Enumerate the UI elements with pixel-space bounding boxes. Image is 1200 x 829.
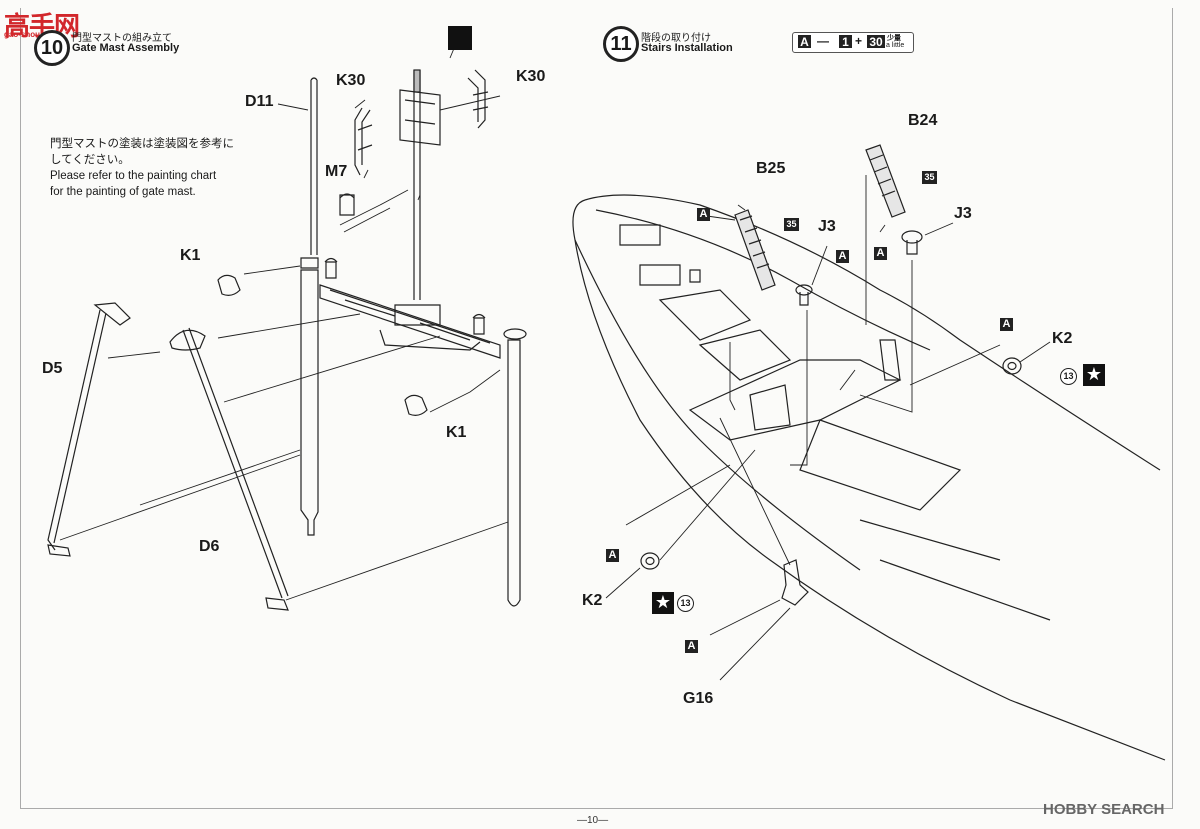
star-icon-right: ★ [1083,364,1105,386]
note-jp-line1: 門型マストの塗装は塗装図を参考に [50,138,234,150]
j3-right-part [901,230,923,244]
paint-mix-legend: A — 1 + 30 少量 a little [792,32,914,53]
painting-note: 門型マストの塗装は塗装図を参考に してください。 Please refer to… [50,136,234,200]
label-k30-right: K30 [516,68,546,85]
k30-left-bracket [354,107,373,176]
k1-top [217,274,241,296]
label-b24: B24 [908,112,938,129]
mast-flag-icon [448,26,472,50]
legend-color-1: 1 [839,35,852,49]
legend-color-30: 30 [867,35,885,49]
label-d6: D6 [199,538,220,555]
label-g16: G16 [683,690,714,707]
g16-anchor [781,559,809,606]
page-number: —10— [577,815,609,826]
label-d5: D5 [42,360,63,377]
label-k2-left: K2 [582,592,603,609]
right-pole [507,339,521,607]
step-10-badge: 10 [34,30,70,66]
m7-part [339,193,355,216]
legend-dash: — [817,34,829,48]
note-en-line2: for the painting of gate mast. [50,186,196,198]
watermark-url: gao-shou.com [4,30,59,39]
hull-outline [572,199,1166,761]
legend-en: a little [886,42,905,49]
paint-a-k2-right: A [1000,318,1013,331]
paint-a-k2-left: A [606,549,619,562]
k30-right-bracket [467,69,489,129]
label-j3-left: J3 [818,218,836,235]
paint-13-k2-right: 13 [1060,368,1077,385]
label-d11: D11 [245,93,274,110]
watermark-logo: 高手网 [4,12,80,42]
d6-strut [169,327,289,599]
star-icon-left: ★ [652,592,674,614]
paint-35-b24: 35 [922,171,937,184]
step-11-title-en: Stairs Installation [641,42,733,54]
b25-stairs [734,209,776,291]
k2-right-ring [1002,357,1022,375]
label-k1-bottom: K1 [446,424,467,441]
k2-left-ring [640,552,660,570]
d11-pole [310,77,318,255]
legend-plus: + [855,34,863,48]
j3-left-part [795,284,813,296]
page-border-bottom [20,808,1173,809]
hobbysearch-watermark: HOBBY SEARCH [1043,801,1165,818]
label-m7: M7 [325,163,348,180]
d5-strut [47,302,131,551]
center-mast [413,70,421,300]
paint-a-j3-left: A [836,250,849,263]
label-k30-left: K30 [336,72,366,89]
paint-a-b25: A [697,208,710,221]
legend-jp: 少量 [887,34,901,42]
label-b25: B25 [756,160,786,177]
paint-a-b24: A [874,247,887,260]
label-k2-right: K2 [1052,330,1073,347]
legend-a-box: A [798,35,811,49]
step-11-title-jp: 階段の取り付け [641,33,711,44]
step-10-title-en: Gate Mast Assembly [72,42,180,54]
note-jp-line2: してください。 [50,154,130,166]
label-j3-right: J3 [954,205,972,222]
k1-bottom [404,394,428,416]
page-border-left [20,8,21,808]
label-k1-top: K1 [180,247,201,264]
step-10-title-jp: 門型マストの組み立て [72,33,172,44]
page-border-right [1172,8,1173,808]
step-11-badge: 11 [603,26,639,62]
paint-35-b25: 35 [784,218,799,231]
paint-a-g16: A [685,640,698,653]
paint-13-k2-left: 13 [677,595,694,612]
note-en-line1: Please refer to the painting chart [50,170,217,182]
